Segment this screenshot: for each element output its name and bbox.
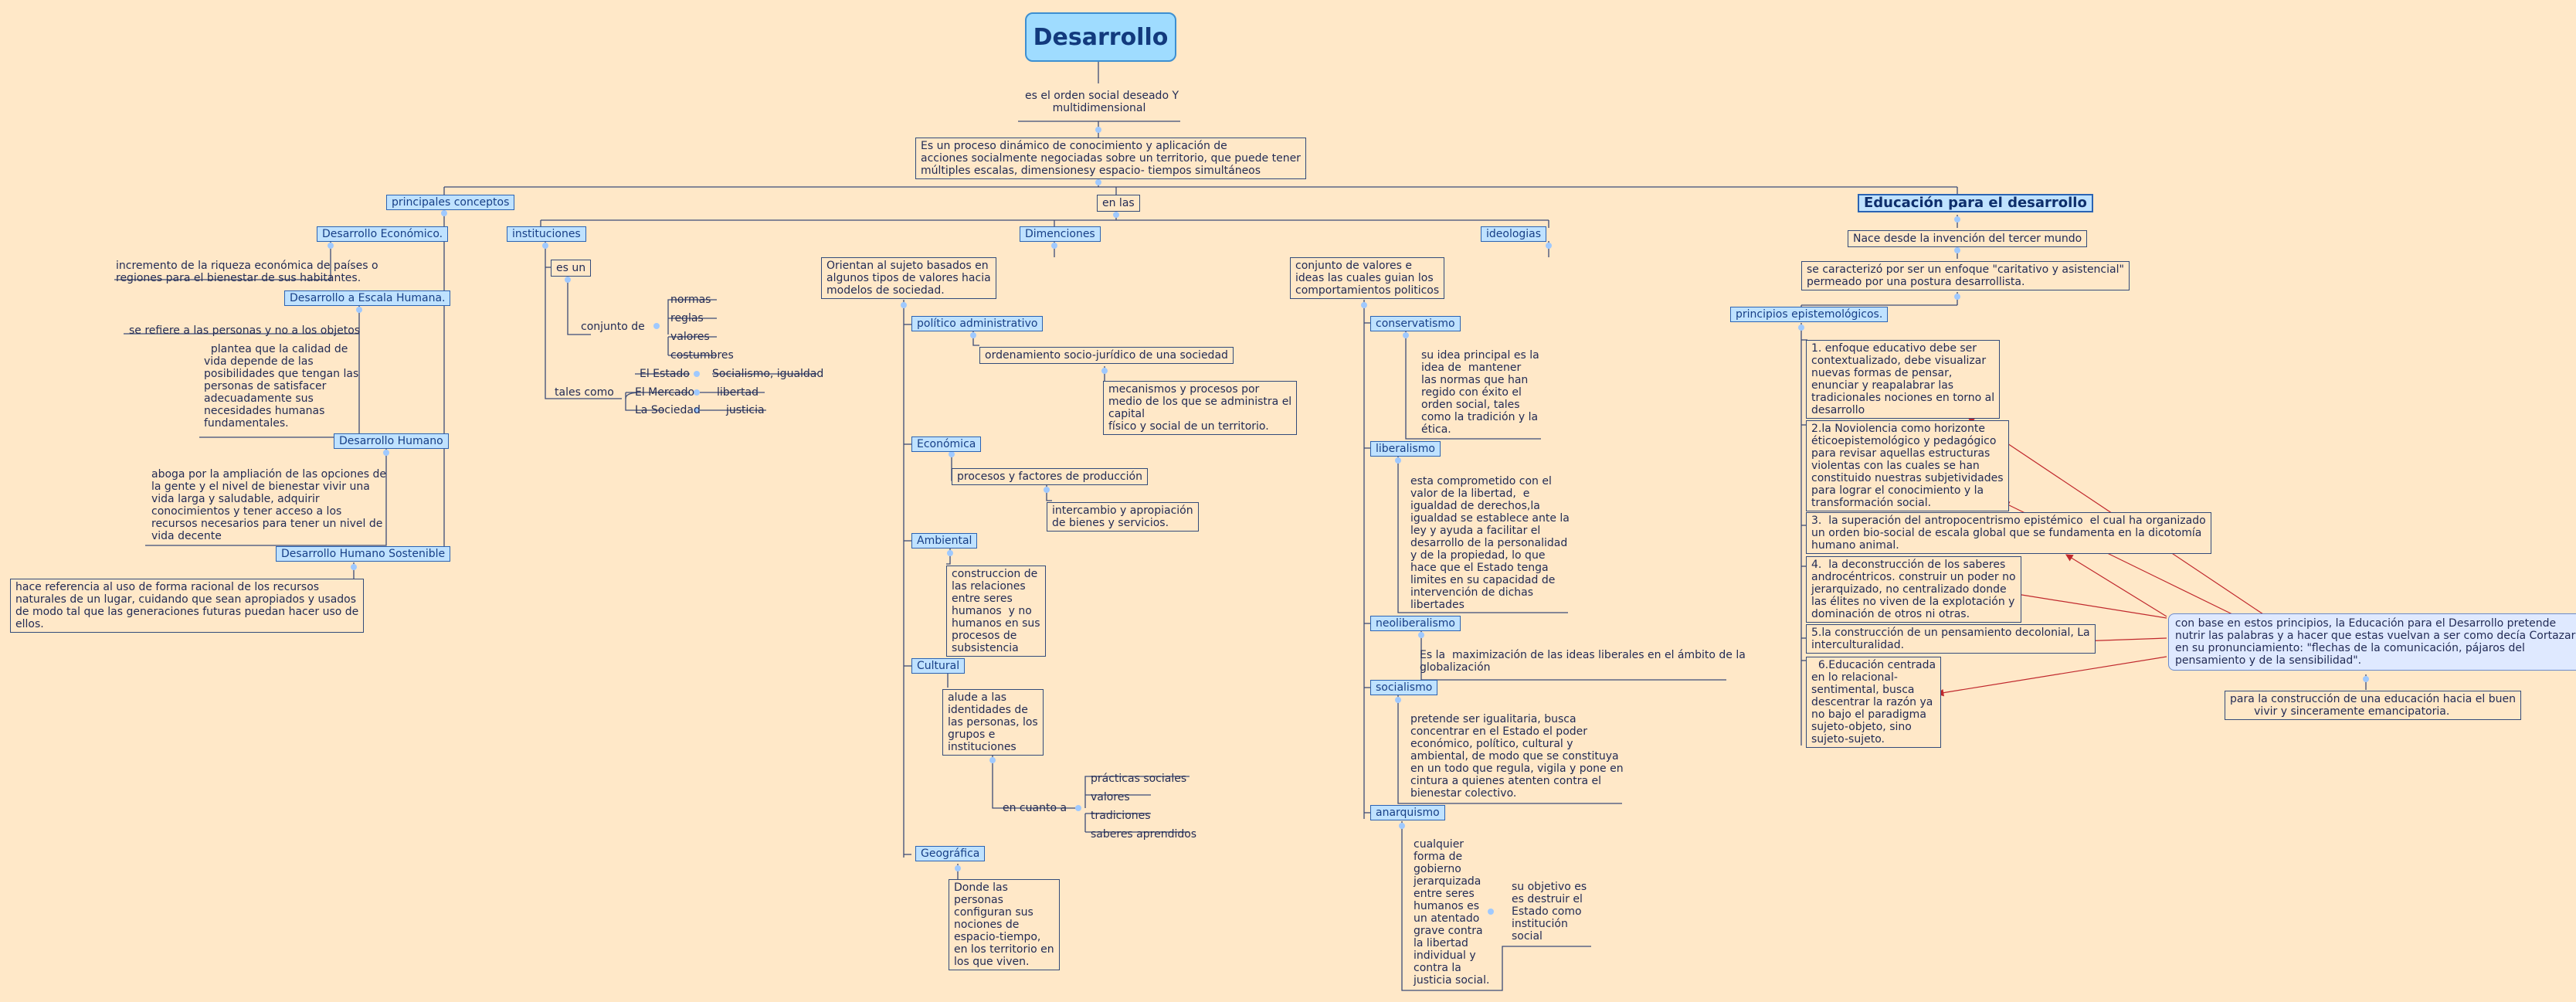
tales-como-node: tales como <box>555 386 614 399</box>
definition-text: es el orden social deseado Y multidimens… <box>1025 90 1179 114</box>
principio-4[interactable]: 4. la deconstrucción de los saberes andr… <box>1806 556 2021 623</box>
en-cuanto-a-node: en cuanto a <box>1003 802 1067 814</box>
cultural-node[interactable]: Cultural <box>911 658 966 674</box>
principio-1[interactable]: 1. enfoque educativo debe ser contextual… <box>1806 340 2001 419</box>
neoliberalismo-node[interactable]: neoliberalismo <box>1370 616 1461 631</box>
instituciones-node[interactable]: instituciones <box>507 226 586 242</box>
principios-epistemologicos-node[interactable]: principios epistemológicos. <box>1730 307 1889 322</box>
valores-node: valores <box>670 331 710 343</box>
conjunto-valores-text[interactable]: conjunto de valores e ideas las cuales g… <box>1290 257 1445 299</box>
economica-node[interactable]: Económica <box>911 436 982 452</box>
escala-humana-node[interactable]: Desarrollo a Escala Humana. <box>284 290 451 306</box>
anarquismo-text: cualquier forma de gobierno jerarquizada… <box>1414 838 1490 987</box>
geografica-node[interactable]: Geográfica <box>915 846 986 861</box>
principio-6[interactable]: 6.Educación centrada en lo relacional- s… <box>1806 657 1942 748</box>
conservatismo-node[interactable]: conservatismo <box>1370 316 1461 331</box>
socialismo-igualdad-node: Socialismo, igualdad <box>712 368 824 380</box>
buen-vivir-text[interactable]: para la construcción de una educación ha… <box>2225 691 2522 720</box>
escala-text-2: plantea que la calidad de vida depende d… <box>204 343 359 430</box>
cultural-text[interactable]: alude a las identidades de las personas,… <box>942 689 1044 756</box>
el-estado-node: El Estado <box>640 368 690 380</box>
intercambio-text[interactable]: intercambio y apropiación de bienes y se… <box>1047 502 1199 532</box>
escala-text-1: se refiere a las personas y no a los obj… <box>129 324 361 337</box>
principio-2[interactable]: 2.la Noviolencia como horizonte éticoepi… <box>1806 420 2009 511</box>
humano-sostenible-node[interactable]: Desarrollo Humano Sostenible <box>276 546 451 562</box>
ambiental-text[interactable]: construccion de las relaciones entre ser… <box>946 566 1046 657</box>
anarquismo-text-2: su objetivo es es destruir el Estado com… <box>1512 881 1587 943</box>
cortazar-text[interactable]: con base en estos principios, la Educaci… <box>2168 613 2576 671</box>
liberalismo-text: esta comprometido con el valor de la lib… <box>1410 475 1570 611</box>
en-las-node[interactable]: en las <box>1097 195 1140 212</box>
conjunto-de-node: conjunto de <box>581 321 645 333</box>
valores-cultura-node: valores <box>1091 791 1130 803</box>
principio-3[interactable]: 3. la superación del antropocentrismo ep… <box>1806 512 2211 554</box>
main-title[interactable]: Desarrollo <box>1025 12 1176 62</box>
practicas-sociales-node: prácticas sociales <box>1091 773 1187 785</box>
ambiental-node[interactable]: Ambiental <box>911 533 978 549</box>
saberes-node: saberes aprendidos <box>1091 828 1197 841</box>
costumbres-node: costumbres <box>670 349 734 362</box>
es-un-node[interactable]: es un <box>551 260 592 277</box>
justicia-node: justicia <box>726 404 765 416</box>
ordenamiento-node[interactable]: ordenamiento socio-jurídico de una socie… <box>979 347 1234 364</box>
politico-administrativo-node[interactable]: político administrativo <box>911 316 1044 331</box>
humano-text: aboga por la ampliación de las opciones … <box>151 468 386 542</box>
anarquismo-node[interactable]: anarquismo <box>1370 805 1445 820</box>
socialismo-node[interactable]: socialismo <box>1370 680 1438 695</box>
la-sociedad-node: La Sociedad <box>635 404 701 416</box>
caracterizo-text[interactable]: se caracterizó por ser un enfoque "carit… <box>1801 261 2130 290</box>
nace-node[interactable]: Nace desde la invención del tercer mundo <box>1848 230 2088 247</box>
socialismo-text: pretende ser igualitaria, busca concentr… <box>1410 713 1624 800</box>
reglas-node: reglas <box>670 312 704 324</box>
process-definition-box[interactable]: Es un proceso dinámico de conocimiento y… <box>915 138 1306 179</box>
desarrollo-economico-node[interactable]: Desarrollo Económico. <box>317 226 449 242</box>
conservatismo-text: su idea principal es la idea de mantener… <box>1421 349 1539 436</box>
dimenciones-node[interactable]: Dimenciones <box>1020 226 1101 242</box>
procesos-node[interactable]: procesos y factores de producción <box>952 468 1148 485</box>
tradiciones-node: tradiciones <box>1091 810 1151 822</box>
educacion-desarrollo-node[interactable]: Educación para el desarrollo <box>1858 194 2093 212</box>
orientan-text[interactable]: Orientan al sujeto basados en algunos ti… <box>821 257 996 299</box>
normas-node: normas <box>670 294 711 306</box>
ideologias-node[interactable]: ideologias <box>1481 226 1547 242</box>
geografica-text[interactable]: Donde las personas configuran sus nocion… <box>949 879 1060 970</box>
liberalismo-node[interactable]: liberalismo <box>1370 441 1441 457</box>
principales-conceptos-node[interactable]: principales conceptos <box>386 195 515 210</box>
el-mercado-node: El Mercado <box>635 386 695 399</box>
sostenible-text[interactable]: hace referencia al uso de forma racional… <box>10 579 365 633</box>
economico-text: incremento de la riqueza económica de pa… <box>116 260 378 284</box>
libertad-node: libertad <box>717 386 759 399</box>
desarrollo-humano-node[interactable]: Desarrollo Humano <box>334 433 449 449</box>
neoliberalismo-text: Es la maximización de las ideas liberale… <box>1420 649 1746 674</box>
mecanismos-text[interactable]: mecanismos y procesos por medio de los q… <box>1103 381 1298 435</box>
principio-5[interactable]: 5.la construcción de un pensamiento deco… <box>1806 624 2096 654</box>
